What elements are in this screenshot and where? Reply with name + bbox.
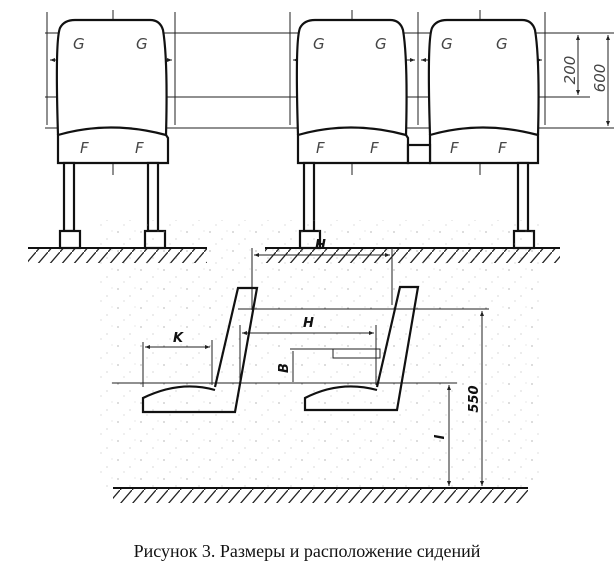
label-k: K — [173, 331, 184, 346]
label-f: F — [498, 139, 507, 157]
dimension-550: 550 — [467, 385, 482, 412]
label-f: F — [370, 139, 379, 157]
label-i: I — [433, 434, 448, 439]
label-g: G — [375, 35, 387, 53]
label-g: G — [136, 35, 148, 53]
front-view: G G G G G G F F F F F F 200 600 — [28, 10, 614, 263]
figure-caption: Рисунок 3. Размеры и расположение сидени… — [133, 541, 481, 561]
label-f: F — [450, 139, 459, 157]
label-f: F — [80, 139, 89, 157]
label-g: G — [73, 35, 85, 53]
dimension-600: 600 — [591, 64, 609, 93]
dimension-200: 200 — [561, 56, 579, 85]
ground — [113, 489, 528, 503]
label-b: B — [277, 363, 292, 373]
label-h: H — [303, 316, 314, 331]
label-g: G — [496, 35, 508, 53]
label-g: G — [441, 35, 453, 53]
side-view: H H K B I 550 — [100, 220, 540, 503]
label-f: F — [316, 139, 325, 157]
label-g: G — [313, 35, 325, 53]
label-f: F — [135, 139, 144, 157]
label-h: H — [315, 238, 326, 253]
